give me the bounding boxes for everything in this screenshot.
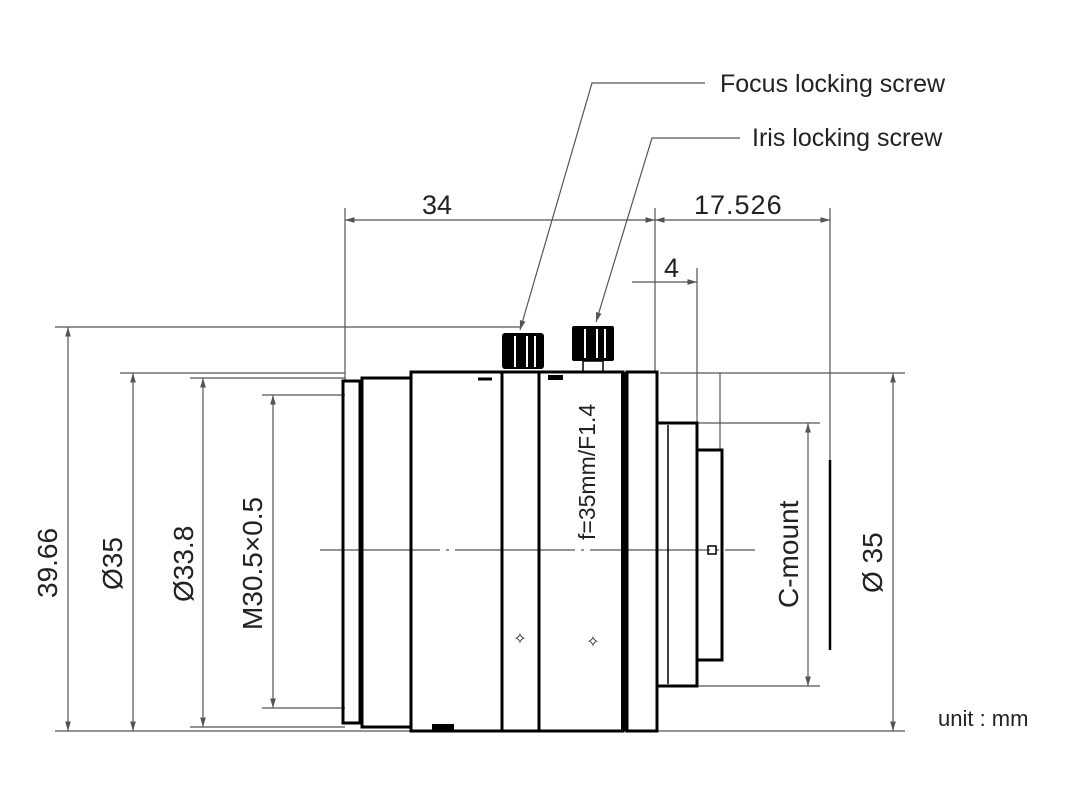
dim-mount: C-mount xyxy=(773,500,804,608)
dim-body-diameter: Ø35 xyxy=(97,537,128,590)
focus-ring xyxy=(500,370,541,733)
dimension-arrows xyxy=(65,217,896,731)
svg-text:✧: ✧ xyxy=(513,631,526,648)
svg-text:✧: ✧ xyxy=(586,634,599,651)
iris-locking-screw xyxy=(572,326,614,373)
iris-screw-label: Iris locking screw xyxy=(752,124,943,152)
dim-rear-diameter: Ø 35 xyxy=(857,532,888,593)
dim-flange-distance: 17.526 xyxy=(694,190,783,220)
focus-screw-label: Focus locking screw xyxy=(720,70,946,98)
dim-max-height: 39.66 xyxy=(32,527,63,598)
extension-lines xyxy=(55,208,905,732)
dim-filter-thread: M30.5×0.5 xyxy=(237,496,268,630)
c-mount-thread xyxy=(655,421,699,688)
focus-locking-screw xyxy=(502,333,544,369)
dim-overall-length: 34 xyxy=(422,190,453,220)
focus-screw-leader xyxy=(519,82,705,331)
dim-thread-depth: 4 xyxy=(664,253,680,283)
lens-marking: f=35mm/F1.4 xyxy=(574,403,600,540)
lens-body: ✧ ✧ xyxy=(341,370,724,733)
iris-screw-leader xyxy=(595,137,740,323)
dim-front-diameter: Ø33.8 xyxy=(168,525,199,602)
unit-label: unit : mm xyxy=(938,706,1029,731)
